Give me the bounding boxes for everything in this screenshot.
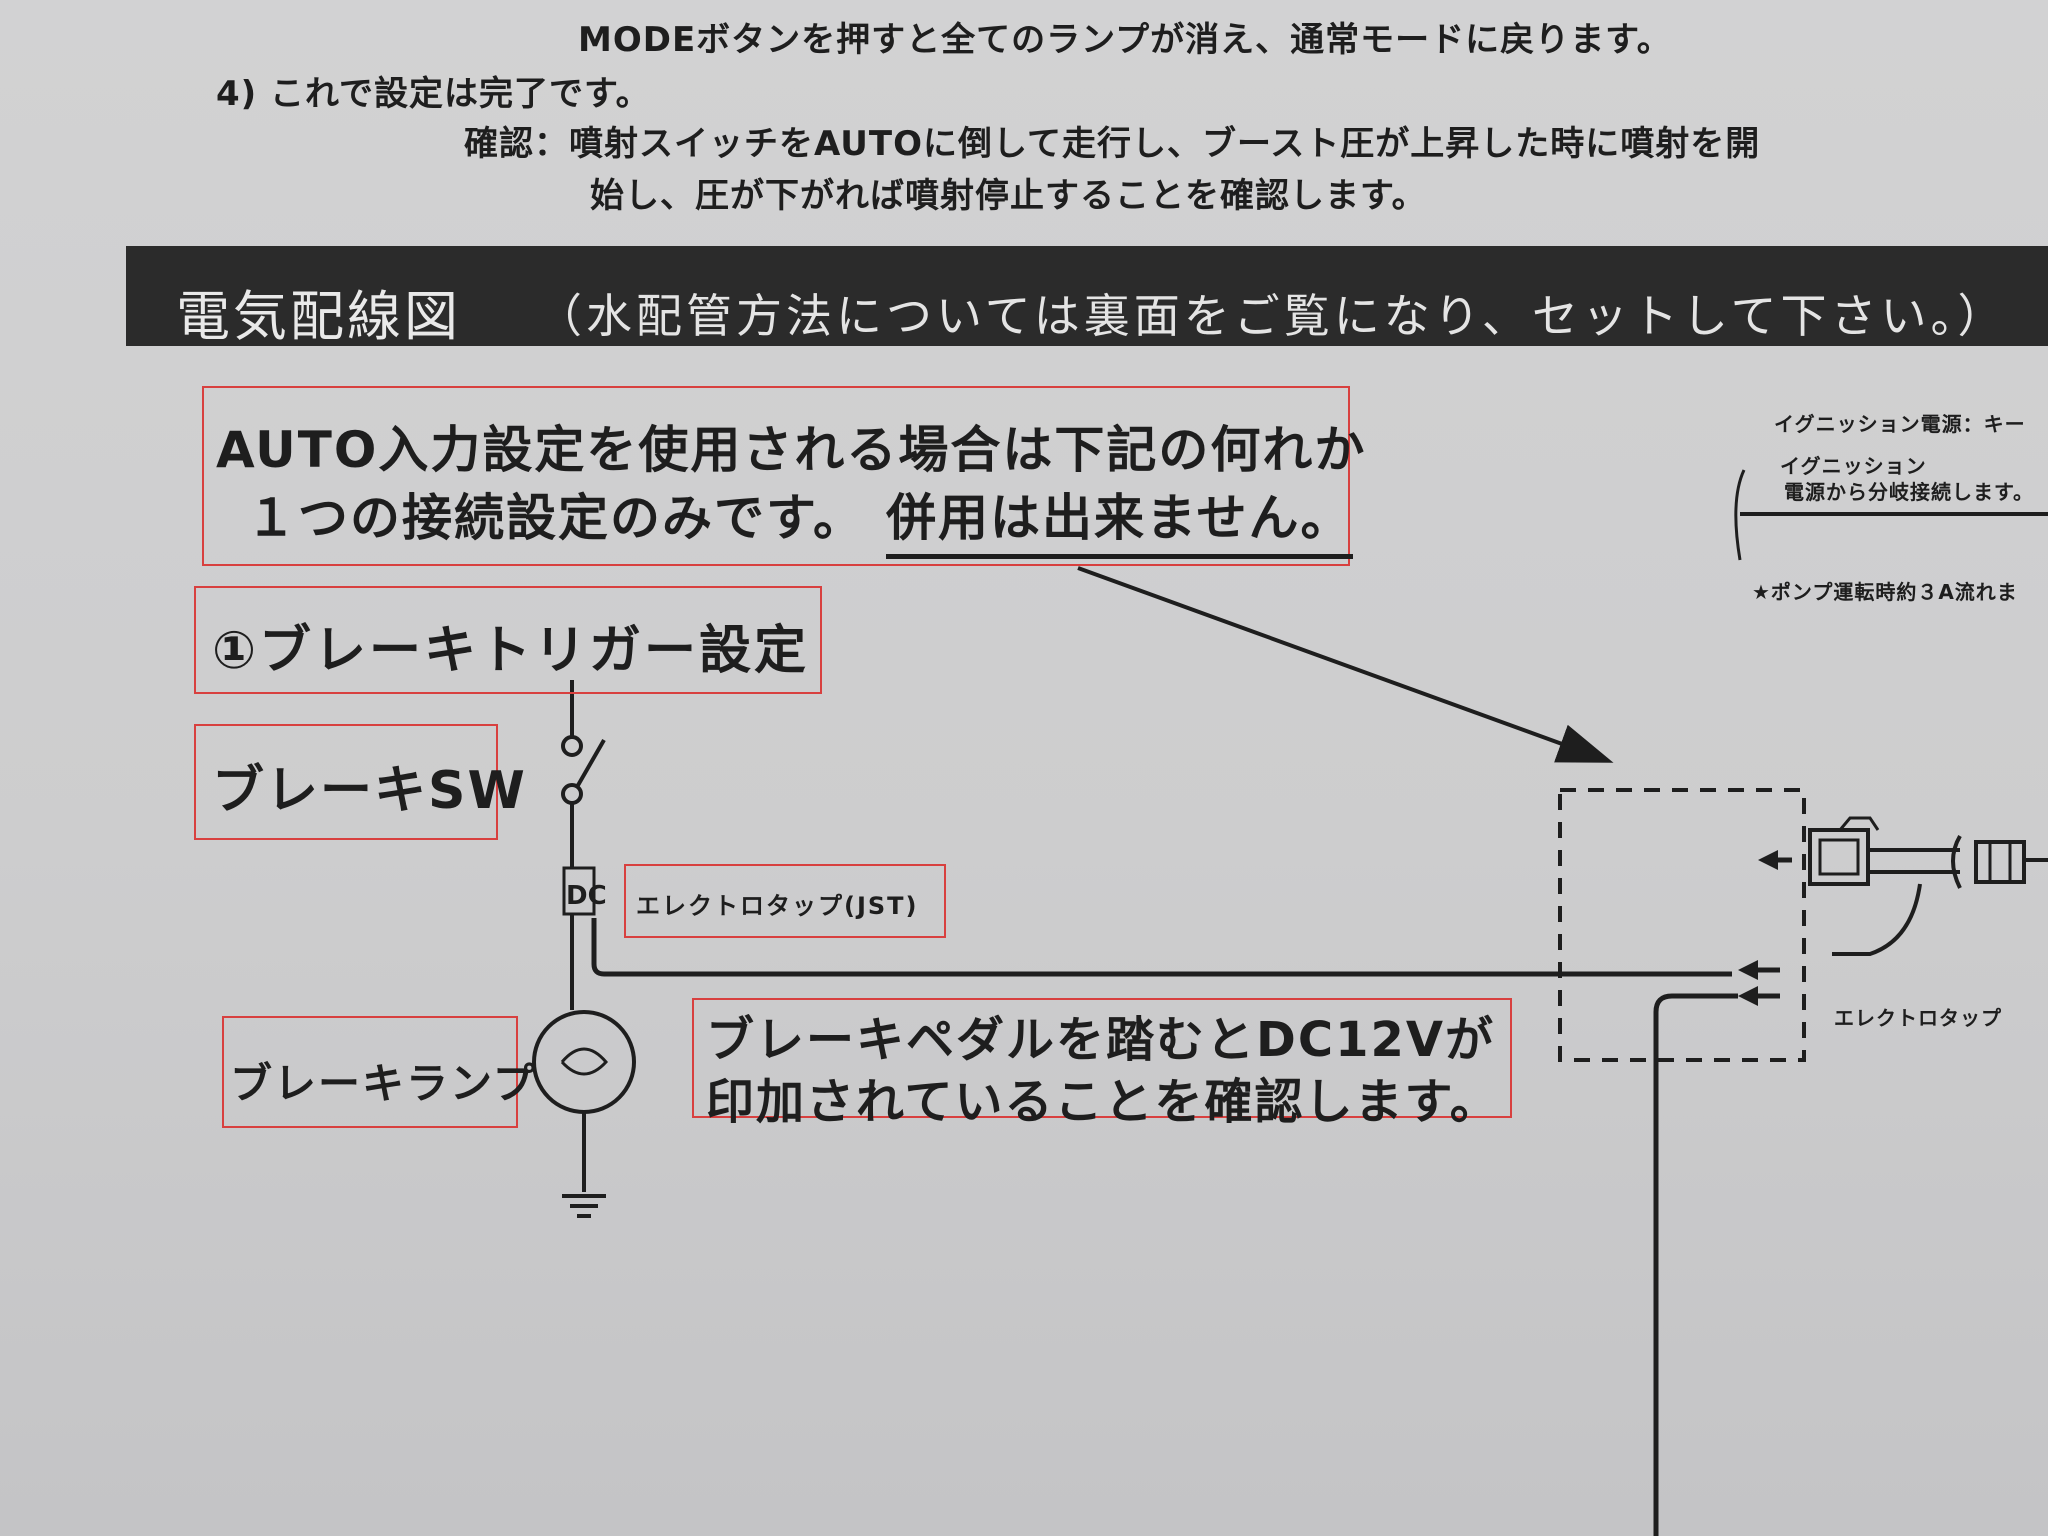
pedal-note-box bbox=[692, 998, 1512, 1118]
trigger-title-box bbox=[194, 586, 822, 694]
connector-plug bbox=[1808, 828, 1870, 886]
ignition-label: イグニッション bbox=[1780, 454, 1927, 478]
pump-current-note: ★ポンプ運転時約３A流れま bbox=[1752, 580, 2018, 604]
svg-text:DC: DC bbox=[566, 881, 607, 911]
pointer-arrow bbox=[1077, 566, 1614, 763]
ignition-bracket bbox=[1734, 469, 1746, 561]
electrotap-body bbox=[562, 866, 596, 916]
section-title: 電気配線図 bbox=[176, 285, 461, 348]
lamp-filament bbox=[560, 1047, 608, 1076]
notice-warning-underlined: 併用は出来ません。 bbox=[886, 478, 1353, 559]
input-arrow-2 bbox=[1738, 960, 1758, 980]
section-header-banner bbox=[126, 246, 2048, 346]
mode-instruction: MODEボタンを押すと全てのランプが消え、通常モードに戻ります。 bbox=[578, 20, 1672, 60]
step4-text: 4) これで設定は完了です。 bbox=[216, 74, 651, 114]
down-wire bbox=[1653, 993, 1738, 1536]
notice-line2: １つの接続設定のみです。 bbox=[246, 489, 865, 547]
confirm-line1: 確認：噴射スイッチをAUTOに倒して走行し、ブースト圧が上昇した時に噴射を開 bbox=[464, 124, 1761, 164]
notice-line1: AUTO入力設定を使用される場合は下記の何れか bbox=[216, 421, 1367, 479]
switch-contact-bottom bbox=[561, 783, 583, 805]
ignition-power-label: イグニッション電源：キー bbox=[1774, 412, 2026, 436]
electrotap-jst-label: エレクトロタップ(JST) bbox=[636, 892, 919, 920]
brake-sw-box bbox=[194, 724, 498, 840]
inline-fuse bbox=[1974, 840, 2026, 884]
pedal-note-line2: 印加されていることを確認します。 bbox=[706, 1074, 1500, 1130]
switch-lever bbox=[575, 739, 606, 788]
input-arrow-1 bbox=[1758, 850, 1778, 870]
switch-contact-top bbox=[561, 735, 583, 757]
brake-lamp-label: ブレーキランプ bbox=[230, 1059, 537, 1108]
electrotap-label-box bbox=[624, 864, 946, 938]
brake-lamp-box bbox=[222, 1016, 518, 1128]
confirm-line2: 始し、圧が下がれば噴射停止することを確認します。 bbox=[590, 176, 1427, 216]
ignition-branch-label: 電源から分岐接続します。 bbox=[1784, 480, 2034, 504]
pedal-note-line1: ブレーキペダルを踏むとDC12Vが bbox=[706, 1012, 1496, 1068]
controller-dashed-box bbox=[1558, 788, 1806, 1062]
brake-lamp-symbol bbox=[532, 1010, 636, 1114]
branch-wire bbox=[591, 918, 1732, 977]
trigger-setting-title: ①ブレーキトリガー設定 bbox=[212, 621, 810, 681]
connector-return-wire bbox=[1832, 883, 1922, 956]
input-arrow-3 bbox=[1738, 986, 1758, 1006]
electrotap-right-label: エレクトロタップ bbox=[1834, 1006, 2002, 1030]
section-subtitle: （水配管方法については裏面をご覧になり、セットして下さい。） bbox=[536, 289, 2008, 343]
notice-highlight-box bbox=[202, 386, 1350, 566]
brake-switch-label: ブレーキSW bbox=[212, 761, 527, 821]
